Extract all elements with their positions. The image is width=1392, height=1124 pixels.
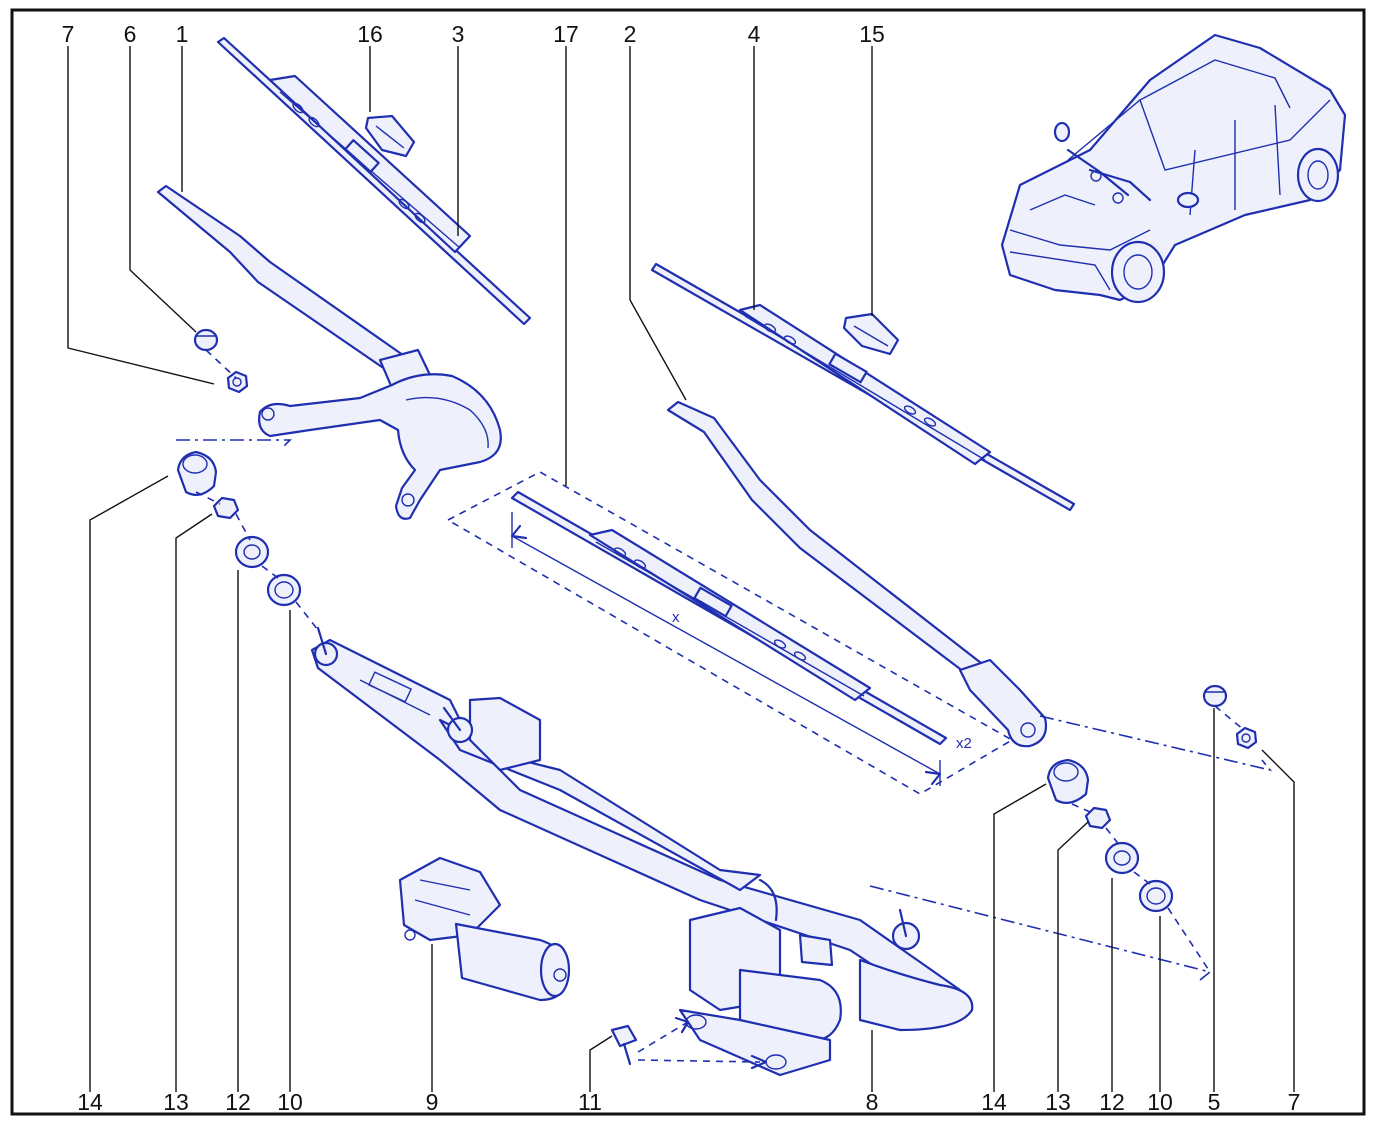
callout-9: 9 [426,1089,439,1115]
callout-12-left: 12 [225,1089,251,1115]
bushing-14-right [1046,758,1090,805]
leader-lines [67,46,1295,1092]
callout-12-right: 12 [1099,1089,1125,1115]
callout-13-right: 13 [1045,1089,1071,1115]
washer-12-left [234,535,270,569]
nut-7-right [1235,726,1258,750]
nut-7-left [226,370,249,394]
linkage-assembly-8 [310,626,974,1077]
callout-1: 1 [176,21,189,47]
callout-8: 8 [866,1089,879,1115]
callout-17: 17 [553,21,579,47]
callout-4: 4 [748,21,761,47]
length-dimension [510,512,942,786]
nut-13-left [212,496,240,520]
wiper-blade-4 [650,262,1076,512]
callout-7-top: 7 [62,21,75,47]
seal-10-left [266,573,302,607]
callout-labels: 7 6 1 16 3 17 2 4 15 14 13 12 10 9 11 8 … [62,21,1301,1115]
callout-11: 11 [578,1089,602,1115]
bolt-11 [610,1024,638,1066]
callout-16: 16 [357,21,383,47]
blade-adapter-15 [842,312,900,356]
callout-14-left: 14 [77,1089,103,1115]
callout-15: 15 [859,21,885,47]
callout-14-right: 14 [981,1089,1007,1115]
dimension-length-label: x [672,609,680,626]
wiper-arm-1 [156,184,502,520]
callout-13-left: 13 [163,1089,189,1115]
callout-7-right: 7 [1288,1089,1301,1115]
bushing-14-left [176,450,218,497]
quantity-label: x2 [956,735,972,752]
callout-10-right: 10 [1147,1089,1173,1115]
car-illustration [1000,33,1347,304]
assembly-centerlines [176,349,1273,1070]
callout-5: 5 [1208,1089,1221,1115]
wiper-blade-17 [510,490,948,746]
wiper-arm-2 [666,400,1048,748]
wiper-motor-9 [398,856,571,1002]
callout-10-left: 10 [277,1089,303,1115]
callout-3: 3 [452,21,465,47]
cap-6-left [193,328,219,352]
nut-13-right [1084,806,1112,830]
wiper-blade-3 [216,36,532,326]
blade-17-dashed-box [446,471,1014,795]
cap-5-right [1202,684,1228,708]
blade-adapter-16 [364,114,416,158]
washer-12-right [1104,841,1140,875]
seal-10-right [1138,879,1174,913]
callout-6: 6 [124,21,137,47]
callout-2: 2 [624,21,637,47]
diagram-frame [10,8,1366,1116]
